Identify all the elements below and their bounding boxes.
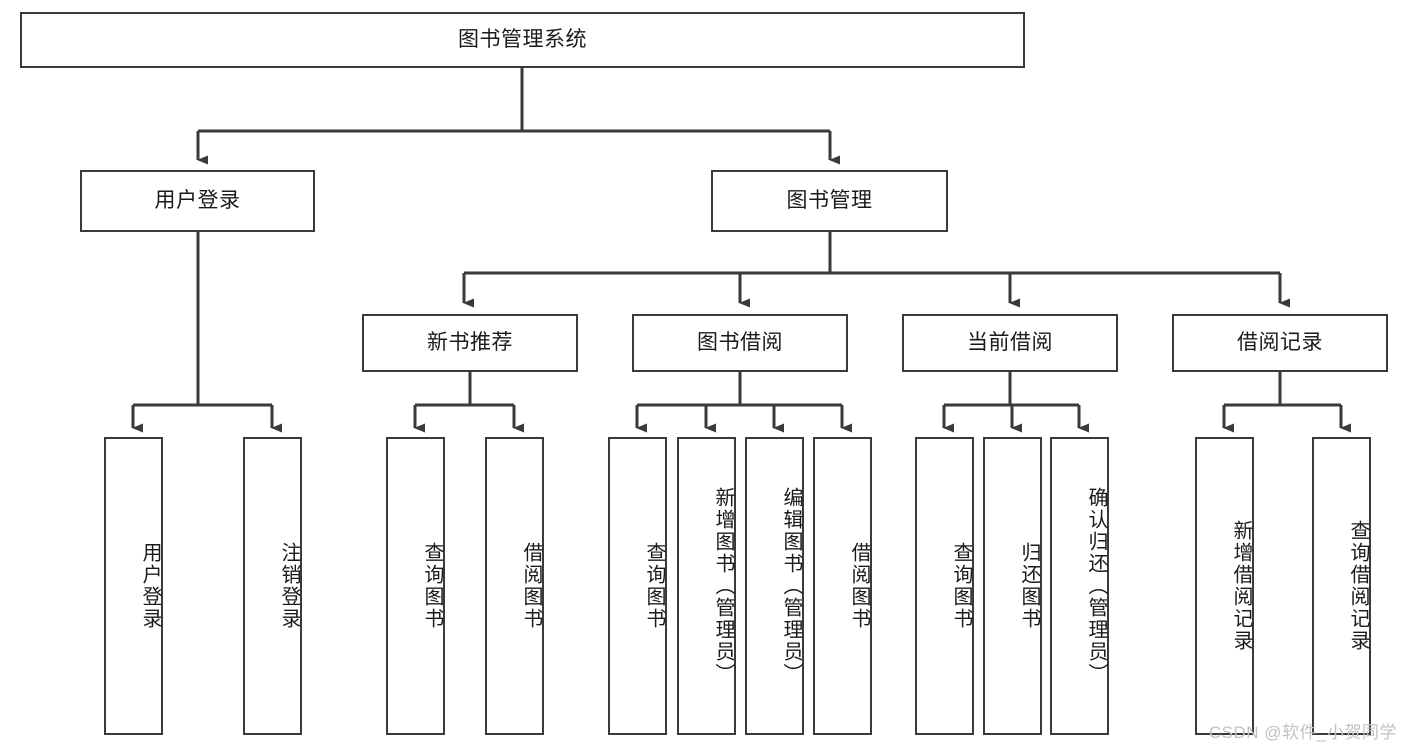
node-current-borrow[interactable]: 当前借阅	[902, 314, 1118, 372]
node-label: 图书管理	[786, 188, 873, 212]
node-new-book-recommend[interactable]: 新书推荐	[362, 314, 578, 372]
node-leaf-add-borrow-record[interactable]: 新增借阅记录	[1195, 437, 1254, 735]
node-user-login[interactable]: 用户登录	[80, 170, 315, 232]
node-label: 查询借阅记录	[1347, 520, 1369, 652]
node-label: 借阅图书	[520, 542, 542, 630]
node-leaf-borrow-book-rec[interactable]: 借阅图书	[485, 437, 544, 735]
node-label: 注销登录	[278, 542, 300, 630]
node-label: 新增借阅记录	[1230, 520, 1252, 652]
node-label: 新增图书（管理员）	[712, 487, 734, 685]
node-book-manage[interactable]: 图书管理	[711, 170, 948, 232]
csdn-watermark: CSDN @软件_小贺同学	[1208, 723, 1397, 742]
node-book-borrow[interactable]: 图书借阅	[632, 314, 848, 372]
node-label: 查询图书	[421, 542, 443, 630]
node-leaf-user-login[interactable]: 用户登录	[104, 437, 163, 735]
node-label: 归还图书	[1018, 542, 1040, 630]
node-label: 查询图书	[950, 542, 972, 630]
node-borrow-record[interactable]: 借阅记录	[1172, 314, 1388, 372]
node-leaf-confirm-return-admin[interactable]: 确认归还（管理员）	[1050, 437, 1109, 735]
node-leaf-query-book-rec[interactable]: 查询图书	[386, 437, 445, 735]
node-label: 当前借阅	[967, 330, 1053, 354]
node-leaf-return-book[interactable]: 归还图书	[983, 437, 1042, 735]
node-leaf-logout-login[interactable]: 注销登录	[243, 437, 302, 735]
node-leaf-borrow-book[interactable]: 借阅图书	[813, 437, 872, 735]
node-leaf-query-book-borrow[interactable]: 查询图书	[608, 437, 667, 735]
node-leaf-edit-book-admin[interactable]: 编辑图书（管理员）	[745, 437, 804, 735]
node-label: 查询图书	[643, 542, 665, 630]
node-leaf-add-book-admin[interactable]: 新增图书（管理员）	[677, 437, 736, 735]
node-label: 用户登录	[154, 188, 241, 212]
node-leaf-query-book-current[interactable]: 查询图书	[915, 437, 974, 735]
node-label: 借阅图书	[848, 542, 870, 630]
node-leaf-query-borrow-record[interactable]: 查询借阅记录	[1312, 437, 1371, 735]
node-root[interactable]: 图书管理系统	[20, 12, 1025, 68]
node-label: 图书借阅	[697, 330, 783, 354]
node-label: 新书推荐	[427, 330, 513, 354]
node-label: 图书管理系统	[458, 27, 587, 51]
node-label: 借阅记录	[1237, 330, 1323, 354]
node-label: 确认归还（管理员）	[1085, 487, 1107, 685]
node-label: 用户登录	[139, 542, 161, 630]
node-label: 编辑图书（管理员）	[780, 487, 802, 685]
